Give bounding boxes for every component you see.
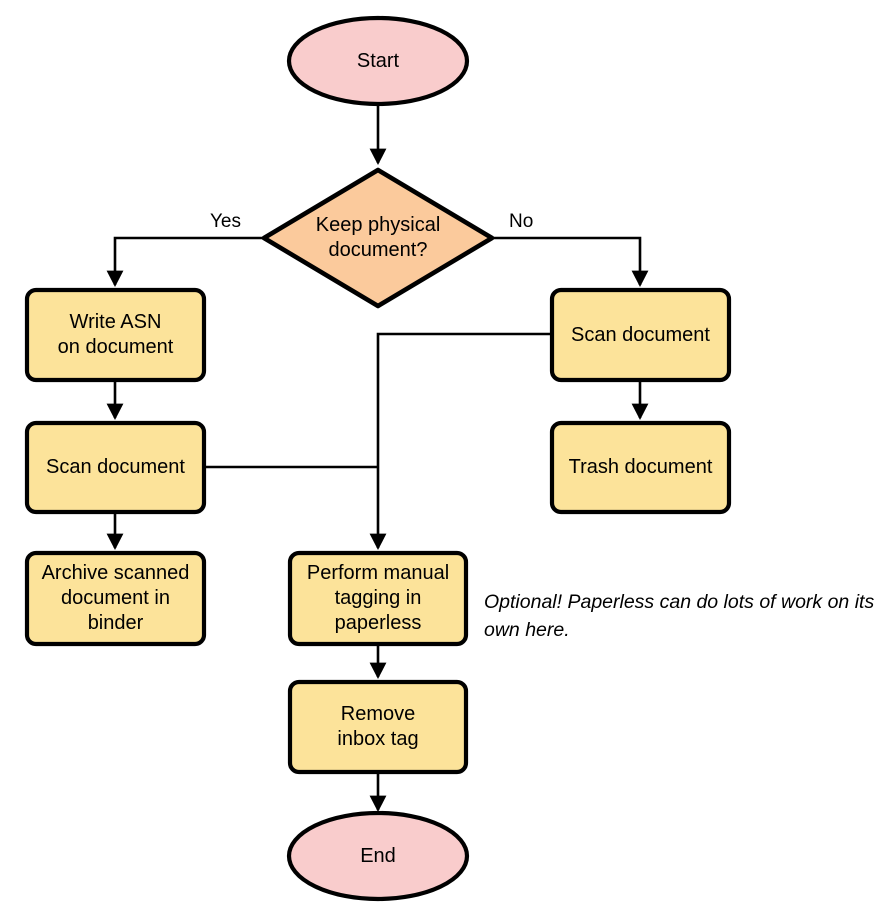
node-end[interactable] xyxy=(286,810,470,902)
edge-decision-no-to-scan-right xyxy=(492,236,649,288)
node-write-asn[interactable] xyxy=(24,287,207,383)
node-archive-scanned-document[interactable] xyxy=(24,550,207,647)
edge-decision-yes-to-write-asn xyxy=(106,236,264,288)
node-scan-document-left[interactable] xyxy=(24,420,207,515)
edge-scan-right-to-tagging xyxy=(369,332,552,551)
node-trash-document[interactable] xyxy=(549,420,732,515)
node-scan-document-right[interactable] xyxy=(549,287,732,383)
edge-label-yes: Yes xyxy=(210,211,241,232)
node-remove-inbox-tag[interactable] xyxy=(287,679,469,775)
annotation-optional-note: Optional! Paperless can do lots of work … xyxy=(484,591,875,641)
edge-label-no: No xyxy=(509,211,534,232)
node-perform-manual-tagging[interactable] xyxy=(287,550,469,647)
node-start[interactable] xyxy=(286,15,470,107)
node-decision-keep-physical-document[interactable] xyxy=(261,167,495,309)
